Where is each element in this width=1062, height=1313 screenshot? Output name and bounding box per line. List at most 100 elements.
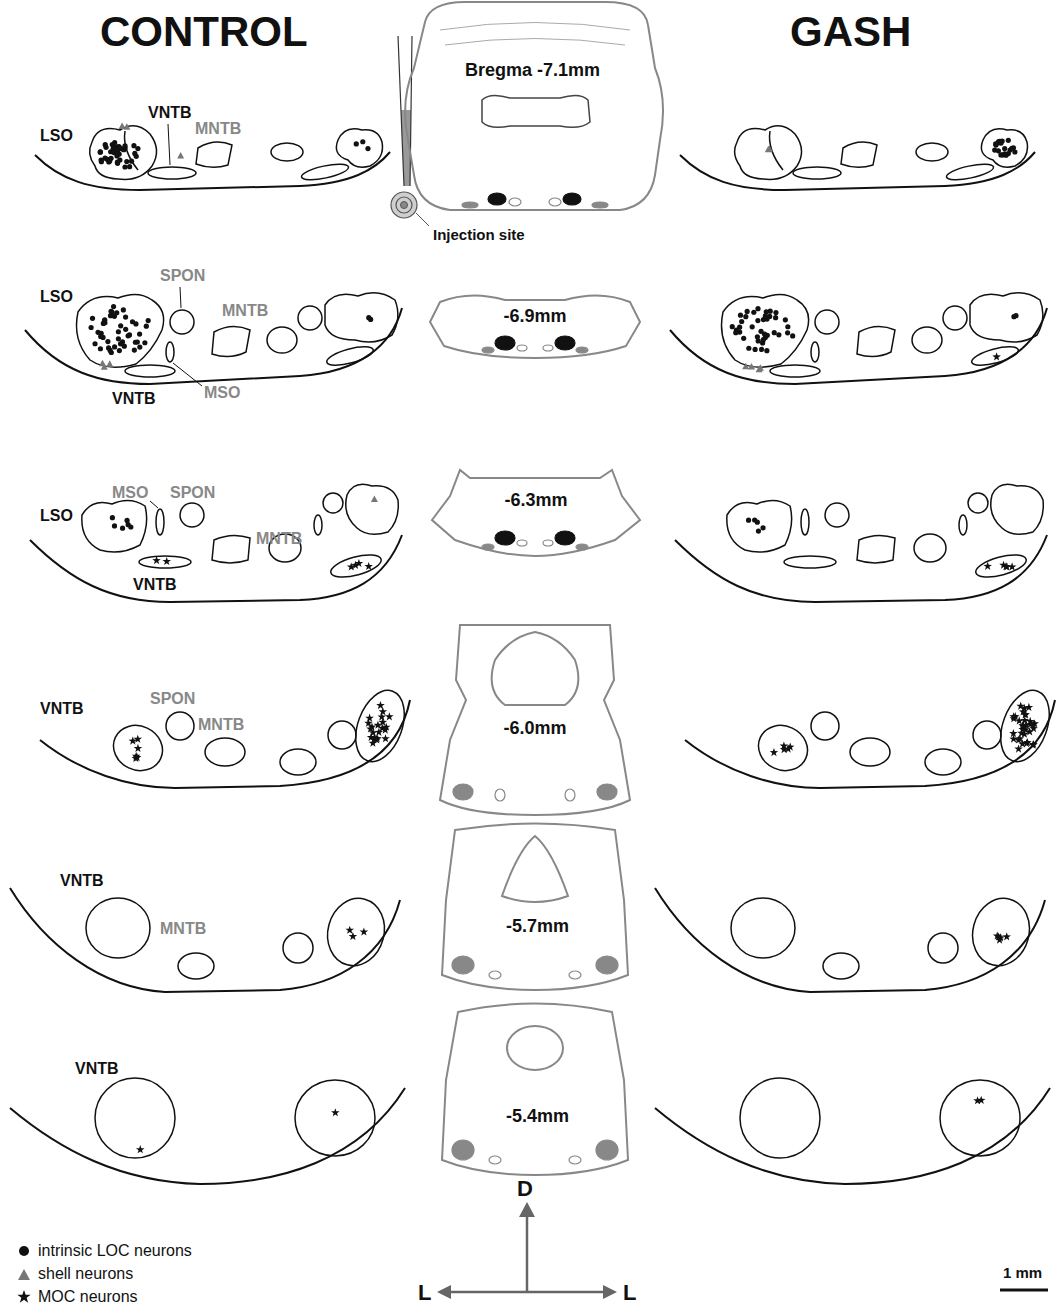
- section-contour: [492, 632, 579, 705]
- nucleus-shape: [489, 971, 501, 979]
- loc-neuron: [772, 330, 777, 335]
- section-row: [30, 484, 402, 602]
- loc-neuron: [783, 317, 788, 322]
- loc-neuron: [92, 341, 97, 346]
- loc-neuron: [133, 340, 138, 345]
- nucleus-shape: [517, 540, 527, 546]
- shell-neuron: [742, 363, 749, 370]
- section-outline: [440, 815, 635, 995]
- nucleus-shape: [576, 544, 588, 550]
- loc-neuron: [1006, 138, 1011, 143]
- loc-neuron: [996, 148, 1001, 153]
- loc-neuron: [98, 149, 103, 154]
- nucleus-shape: [569, 971, 581, 979]
- loc-neuron: [118, 323, 123, 328]
- loc-neuron: [730, 324, 735, 329]
- loc-neuron: [98, 150, 103, 155]
- section-contour: [442, 824, 628, 991]
- shell-neuron: [123, 123, 130, 129]
- section-outline: [428, 465, 644, 560]
- loc-neuron: [111, 304, 116, 309]
- shell-neuron: [106, 360, 113, 367]
- moc-neuron: [1017, 729, 1026, 737]
- loc-neuron: [751, 310, 756, 315]
- nucleus-label: MSO: [112, 484, 148, 502]
- moc-neuron: [133, 735, 142, 743]
- loc-neuron: [146, 318, 151, 323]
- bregma-level: -6.0mm: [435, 718, 635, 739]
- drawing-part: [526, 1215, 529, 1292]
- loc-neuron: [756, 528, 761, 533]
- brainstem-section: -5.4mm: [440, 995, 635, 1180]
- loc-neuron: [117, 152, 122, 157]
- loc-neuron: [755, 306, 760, 311]
- scale-label: 1 mm: [1003, 1264, 1042, 1281]
- moc-neuron: [379, 707, 388, 715]
- loc-neuron: [120, 526, 125, 531]
- loc-neuron: [122, 164, 127, 169]
- nucleus-shape: [489, 1156, 501, 1164]
- section-row: [40, 684, 413, 788]
- moc-neuron: [1025, 727, 1034, 735]
- nucleus-shape: [555, 336, 575, 350]
- legend-text: intrinsic LOC neurons: [38, 1242, 192, 1260]
- nucleus-label: SPON: [170, 484, 215, 502]
- moc-neuron: [1009, 712, 1018, 720]
- section-contour: [507, 1026, 563, 1070]
- section-contour: [482, 95, 590, 127]
- section-contour: [445, 39, 625, 46]
- loc-neuron: [103, 145, 108, 150]
- nucleus-shape: [569, 1156, 581, 1164]
- moc-neuron: [132, 754, 141, 762]
- loc-neuron: [117, 348, 122, 353]
- loc-neuron: [755, 520, 760, 525]
- loc-neuron: [746, 346, 751, 351]
- moc-neuron: [351, 561, 360, 569]
- loc-neuron: [137, 331, 142, 336]
- loc-neuron: [116, 336, 121, 341]
- loc-neuron: [109, 350, 114, 355]
- shell-neuron: [765, 146, 772, 153]
- nucleus-label: VNTB: [133, 576, 177, 594]
- moc-neuron: [1022, 739, 1031, 747]
- nucleus-shape: [462, 202, 478, 208]
- section-contour: [440, 23, 630, 31]
- bregma-level: -5.4mm: [440, 1106, 635, 1127]
- loc-neuron: [134, 154, 139, 159]
- axis-letter: L: [623, 1280, 636, 1305]
- leader-lines: [150, 124, 202, 508]
- moc-neuron: [999, 561, 1008, 569]
- loc-neuron: [115, 160, 120, 165]
- scale-bar: [1000, 1289, 1048, 1292]
- loc-neuron: [102, 156, 107, 161]
- loc-neuron: [132, 347, 137, 352]
- nucleus-shape: [453, 784, 473, 800]
- loc-neuron: [737, 325, 742, 330]
- loc-neuron: [763, 313, 768, 318]
- loc-neuron: [108, 309, 113, 314]
- loc-neuron: [743, 314, 748, 319]
- moc-neuron: [366, 724, 375, 732]
- loc-neuron: [124, 159, 129, 164]
- nucleus-shape: [576, 347, 588, 353]
- shell-neuron: [101, 363, 108, 370]
- brainstem-section: -6.0mm: [435, 620, 635, 820]
- injection-label: Injection site: [433, 226, 525, 243]
- neuron-symbols: [89, 123, 1039, 1154]
- moc-neuron: [136, 1145, 145, 1153]
- section-row: [670, 293, 1047, 384]
- loc-neuron: [741, 336, 746, 341]
- loc-neuron: [733, 330, 738, 335]
- brainstem-section: Bregma -7.1mm: [400, 0, 665, 215]
- loc-neuron: [109, 309, 114, 314]
- nucleus-shape: [495, 531, 515, 545]
- loc-neuron: [1002, 146, 1007, 151]
- moc-neuron: [1025, 703, 1034, 711]
- moc-neuron: [770, 748, 779, 756]
- drawing-part: [180, 287, 181, 308]
- nucleus-shape: [565, 789, 575, 801]
- loc-neuron: [996, 139, 1001, 144]
- moc-neuron: [995, 936, 1004, 944]
- nucleus-shape: [482, 544, 494, 550]
